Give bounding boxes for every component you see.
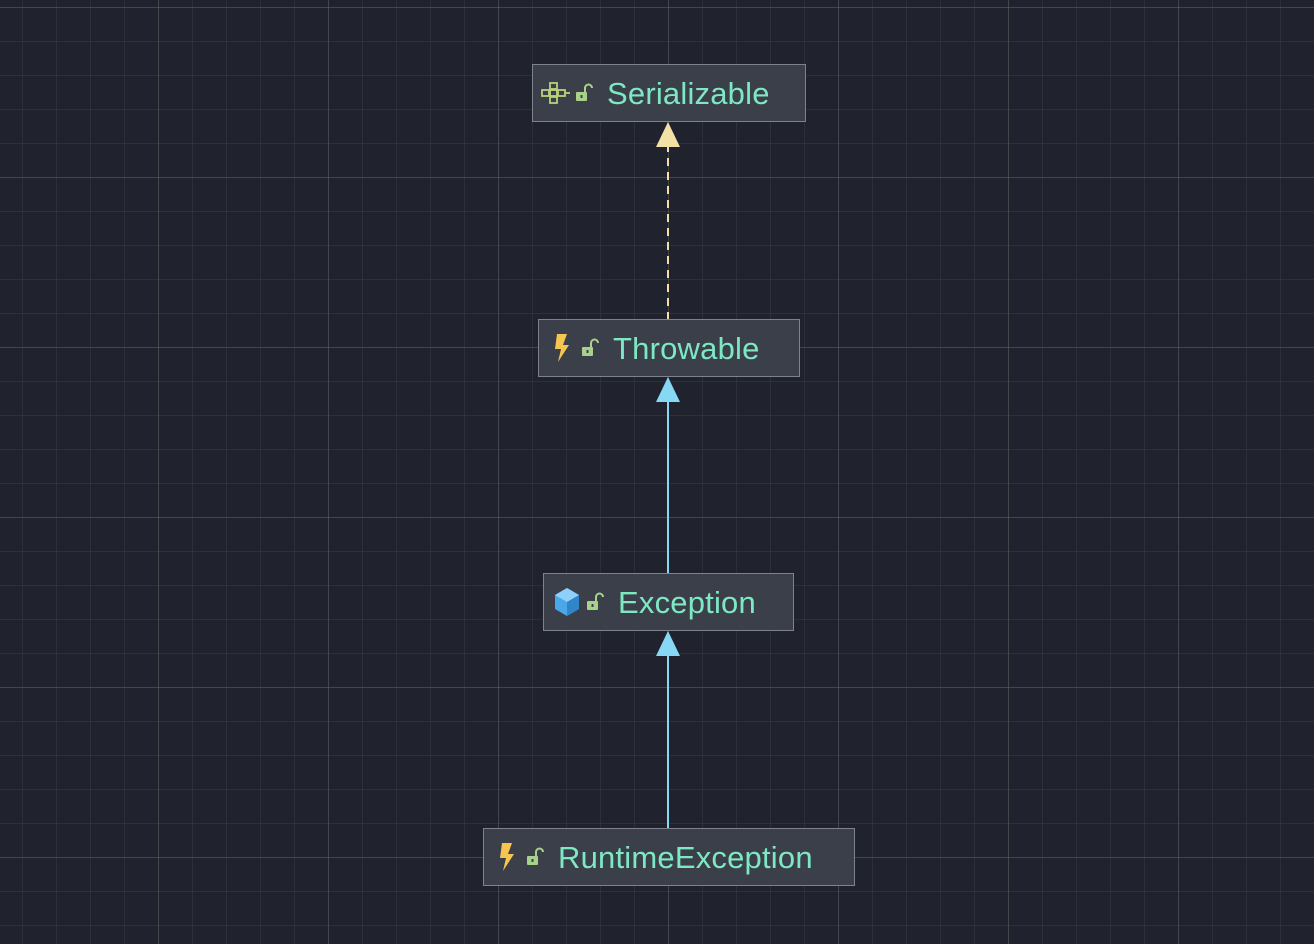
node-runtime-exception[interactable]: RuntimeException [483,828,855,886]
node-label: Exception [618,584,756,620]
node-label: Throwable [613,330,760,366]
public-access-lock-icon [582,587,608,617]
throwable-icon [492,842,522,872]
public-access-lock-icon [577,333,603,363]
interface-icon [541,78,571,108]
public-access-lock-icon [522,842,548,872]
node-label: Serializable [607,75,770,111]
arrowhead-serializable [656,122,680,147]
node-label: RuntimeException [558,839,813,875]
public-access-lock-icon [571,78,597,108]
arrowhead-exception [656,631,680,656]
arrowhead-throwable [656,377,680,402]
node-exception[interactable]: Exception [543,573,794,631]
node-throwable[interactable]: Throwable [538,319,800,377]
class-icon [552,587,582,617]
throwable-icon [547,333,577,363]
node-serializable[interactable]: Serializable [532,64,806,122]
